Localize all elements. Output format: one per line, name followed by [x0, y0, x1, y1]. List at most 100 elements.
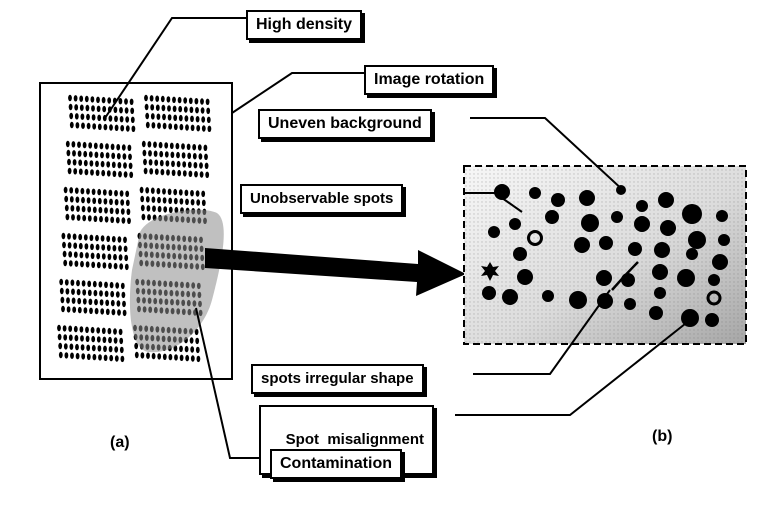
array-spot — [156, 113, 161, 120]
array-spot — [194, 171, 198, 178]
array-spot — [177, 169, 182, 177]
array-spot — [160, 168, 165, 176]
array-spot — [83, 150, 88, 158]
array-spot — [131, 125, 136, 132]
array-spot — [149, 95, 154, 102]
zoom-spot — [482, 286, 496, 300]
array-spot — [98, 281, 103, 288]
array-spot — [176, 151, 180, 159]
array-spot — [96, 336, 101, 343]
array-spot — [62, 241, 66, 249]
array-spot — [106, 161, 111, 168]
array-spot — [102, 262, 107, 269]
array-spot — [125, 116, 130, 123]
array-spot — [84, 243, 89, 250]
array-spot — [88, 298, 93, 305]
leader-irregular-shape — [473, 289, 611, 375]
array-spot — [119, 263, 124, 270]
array-spot — [151, 122, 156, 129]
array-spot — [70, 205, 75, 212]
array-spot — [144, 94, 148, 102]
array-spot — [199, 171, 204, 178]
array-spot — [190, 190, 194, 197]
array-spot — [123, 236, 127, 243]
array-spot — [173, 188, 178, 196]
array-spot — [76, 214, 81, 221]
array-spot — [78, 233, 83, 241]
zoom-spot — [634, 216, 650, 232]
array-spot — [206, 107, 211, 115]
array-spot — [97, 114, 102, 122]
array-spot — [140, 204, 145, 212]
array-spot — [120, 355, 125, 363]
array-spot — [58, 351, 63, 359]
array-spot — [116, 300, 121, 307]
array-spot — [174, 206, 179, 214]
array-spot — [108, 262, 112, 269]
array-spot — [190, 199, 195, 206]
array-spot — [98, 206, 103, 214]
array-spot — [100, 160, 105, 168]
callout-image-rotation: Image rotation — [364, 65, 495, 95]
array-spot — [124, 254, 129, 262]
array-spot — [170, 151, 175, 158]
array-spot — [195, 337, 200, 345]
array-spot — [72, 159, 77, 166]
zoom-spot — [658, 192, 674, 208]
array-spot — [207, 125, 212, 132]
array-spot — [89, 307, 93, 314]
zoom-spot — [686, 248, 698, 260]
array-spot — [85, 252, 89, 259]
leader-high-density — [104, 17, 246, 119]
array-spot — [179, 354, 184, 361]
array-spot — [110, 143, 115, 150]
array-spot — [145, 121, 150, 129]
array-spot — [166, 169, 170, 176]
array-spot — [167, 114, 172, 121]
array-spot — [169, 142, 174, 149]
array-spot — [183, 97, 188, 104]
array-spot — [112, 245, 117, 252]
array-spot — [94, 151, 99, 158]
leader-contamination — [195, 307, 270, 459]
zoom-spot — [660, 220, 676, 236]
callout-irregular-shape-text: spots irregular shape — [261, 370, 414, 387]
array-spot — [182, 170, 187, 177]
array-spot — [157, 196, 161, 204]
array-spot — [77, 141, 81, 148]
array-spot — [66, 149, 71, 157]
array-spot — [184, 115, 189, 122]
panel-label-a: (a) — [110, 434, 130, 451]
array-spot — [144, 103, 149, 111]
array-spot — [204, 153, 208, 160]
array-spot — [201, 116, 206, 123]
array-spot — [102, 336, 107, 343]
array-spot — [79, 326, 84, 333]
array-spot — [118, 171, 122, 178]
zoom-spot — [718, 234, 730, 246]
array-spot — [62, 325, 67, 332]
array-spot — [99, 215, 103, 223]
array-spot — [111, 161, 116, 168]
star-spot — [481, 262, 499, 281]
array-spot — [71, 141, 76, 148]
array-spot — [68, 325, 73, 332]
array-spot — [174, 354, 178, 361]
array-spot — [84, 95, 89, 103]
array-spot — [86, 344, 91, 351]
array-spot — [81, 280, 86, 287]
array-spot — [90, 326, 95, 334]
array-spot — [105, 143, 109, 150]
array-spot — [203, 144, 208, 151]
array-spot — [108, 336, 112, 344]
array-spot — [66, 297, 70, 304]
array-spot — [192, 153, 197, 160]
array-spot — [66, 306, 71, 313]
array-spot — [128, 153, 132, 160]
array-spot — [83, 159, 88, 167]
array-spot — [114, 190, 118, 197]
array-spot — [65, 213, 70, 221]
callout-unobservable-spots-text: Unobservable spots — [250, 190, 394, 207]
array-spot — [67, 158, 71, 166]
array-spot — [130, 116, 135, 124]
